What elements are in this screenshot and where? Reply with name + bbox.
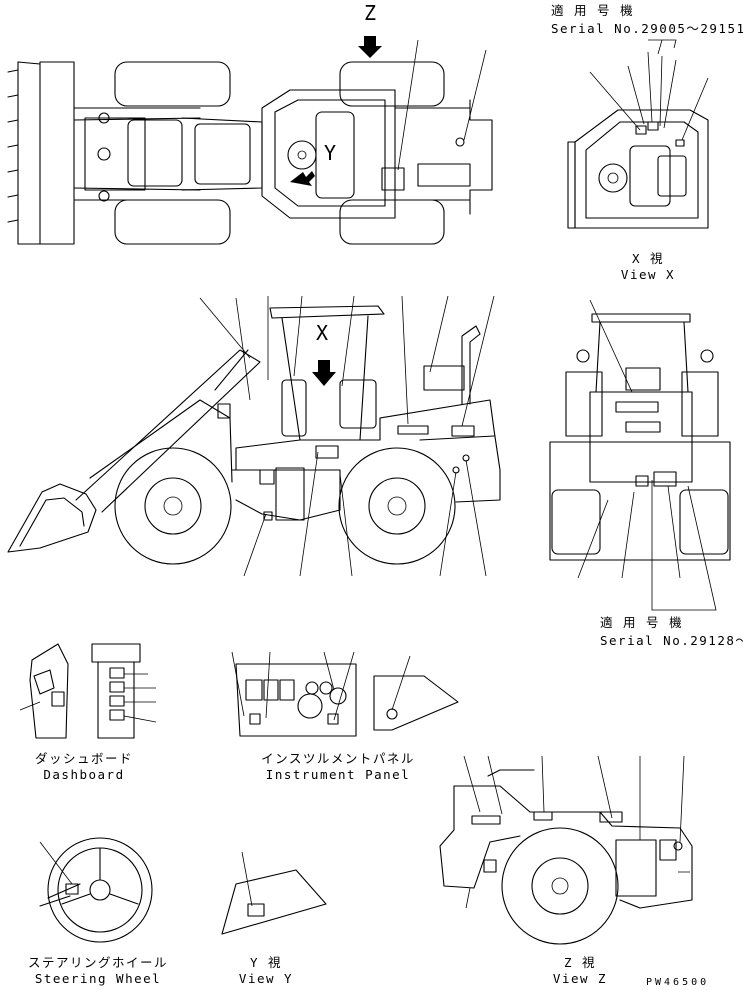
steering-wheel-label-jp: ステアリングホイール: [27, 955, 169, 970]
serial-top-number: Serial No.29005〜29151: [551, 21, 743, 36]
instrument-panel-label-jp: インスツルメントパネル: [261, 751, 415, 766]
view-x-label-en: View X: [620, 267, 676, 282]
top-view-drawing: [7, 36, 493, 245]
instrument-panel-label-en: Instrument Panel: [265, 767, 411, 782]
instrument-panel-drawing: [231, 651, 459, 737]
serial-bottom-label-jp: 適 用 号 機: [600, 615, 684, 630]
view-y-drawing: [221, 851, 327, 935]
rear-view-drawing: [549, 299, 731, 611]
serial-bottom-number: Serial No.29128〜: [600, 633, 743, 648]
y-marker-label: Y: [324, 141, 337, 165]
view-x-drawing: [567, 39, 709, 229]
dashboard-label-en: Dashboard: [43, 767, 125, 782]
steering-wheel-drawing: [39, 837, 153, 943]
steering-wheel-label-en: Steering Wheel: [34, 971, 162, 986]
dashboard-drawing: [19, 643, 157, 739]
view-y-label-jp: Y 視: [249, 955, 283, 970]
view-x-label-jp: X 視: [631, 251, 665, 266]
view-z-drawing: [439, 755, 693, 945]
side-view-drawing: [7, 295, 501, 577]
drawing-number: PW46500: [646, 977, 710, 988]
view-z-label-en: View Z: [552, 971, 608, 986]
x-marker-label: X: [316, 321, 329, 345]
view-z-label-jp: Z 視: [563, 955, 597, 970]
serial-top-label-jp: 適 用 号 機: [551, 3, 635, 18]
z-marker-label: Z: [364, 1, 377, 25]
view-y-label-en: View Y: [238, 971, 294, 986]
dashboard-label-jp: ダッシュボード: [34, 751, 134, 766]
